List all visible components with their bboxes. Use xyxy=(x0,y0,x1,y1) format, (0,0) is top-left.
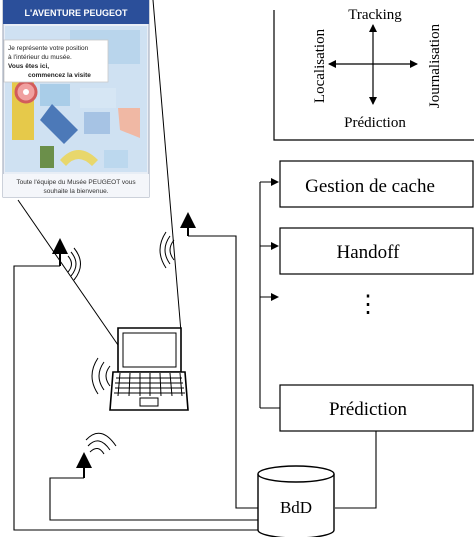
bubble-line-3: Vous êtes ici, xyxy=(8,63,49,70)
quadrant-label-localisation: Localisation xyxy=(312,28,328,103)
antenna-icon xyxy=(76,432,117,478)
antenna-icon xyxy=(52,238,81,281)
database-icon: BdD xyxy=(257,465,335,537)
cache-label: Gestion de cache xyxy=(305,176,435,197)
welcome-line-2: souhaite la bienvenue. xyxy=(43,188,108,195)
mobile-screen: L'AVENTURE PEUGEOT Je représente votre p… xyxy=(2,0,150,198)
cache-box xyxy=(279,160,474,208)
antenna-icon xyxy=(159,212,196,269)
handoff-label: Handoff xyxy=(337,242,401,263)
handoff-box xyxy=(279,227,474,275)
connection-lines xyxy=(13,178,377,531)
quadrant-label-journalisation: Journalisation xyxy=(427,23,443,108)
prediction-label: Prédiction xyxy=(329,399,408,420)
database-label: BdD xyxy=(280,498,312,517)
bubble-line-4: commencez la visite xyxy=(28,72,91,79)
bubble-line-1: Je représente votre position xyxy=(8,45,89,52)
position-bubble: Je représente votre position à l'intérie… xyxy=(3,39,109,83)
projection-lines xyxy=(17,0,182,346)
prediction-box xyxy=(279,384,474,432)
service-boxes: Gestion de cache Handoff ⋮ Prédiction xyxy=(279,160,474,432)
quadrant-label-tracking: Tracking xyxy=(348,7,402,23)
quadrant-label-prediction: Prédiction xyxy=(344,115,406,131)
ellipsis-label: ⋮ xyxy=(356,292,380,318)
laptop-icon xyxy=(91,327,189,411)
quadrant-box: Tracking Prédiction Localisation Journal… xyxy=(273,7,474,141)
welcome-line-1: Toute l'équipe du Musée PEUGEOT vous xyxy=(16,179,136,186)
screen-header: L'AVENTURE PEUGEOT xyxy=(25,8,128,18)
screen-header-bar xyxy=(3,0,149,24)
bubble-line-2: à l'intérieur du musée. xyxy=(8,54,72,61)
wifi-wave-icon xyxy=(91,357,111,395)
